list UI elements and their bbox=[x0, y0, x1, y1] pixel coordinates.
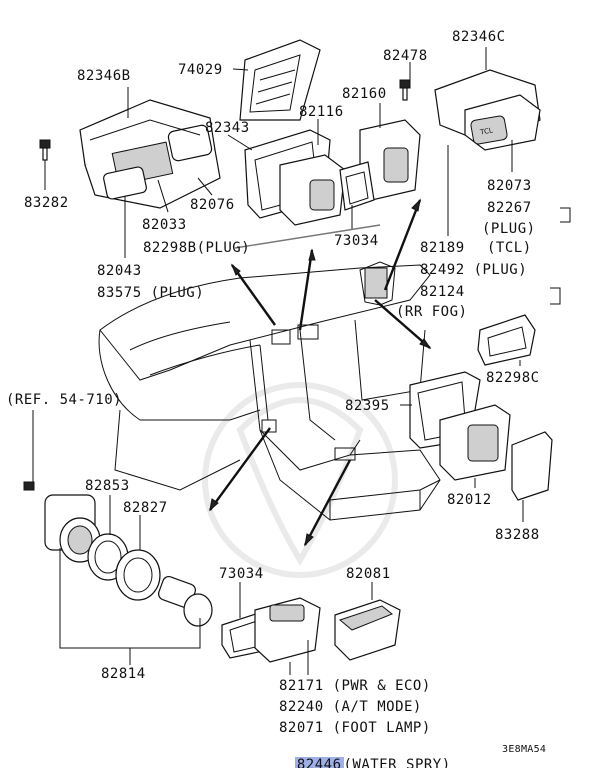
part-82346b-switch bbox=[79, 99, 221, 209]
label-82814: 82814 bbox=[101, 666, 146, 682]
part-82827-ring bbox=[115, 549, 161, 601]
label-82346c: 82346C bbox=[452, 29, 506, 45]
label-82124: 82124 bbox=[420, 284, 465, 300]
label-82076: 82076 bbox=[190, 197, 235, 213]
label-82395: 82395 bbox=[345, 398, 390, 414]
dashboard-outline bbox=[98, 261, 441, 521]
part-82160-switch bbox=[359, 119, 421, 201]
part-82853-socket bbox=[23, 481, 101, 563]
label-82240-at-mode: 82240 (A/T MODE) bbox=[279, 699, 422, 715]
label-82081: 82081 bbox=[346, 566, 391, 582]
label-82446-highlighted: 82446 bbox=[294, 757, 344, 768]
label-82267-tcl: (TCL) bbox=[487, 240, 532, 256]
part-82081-switch bbox=[334, 599, 401, 661]
part-83282-screw bbox=[39, 139, 51, 161]
label-82298c: 82298C bbox=[486, 370, 540, 386]
label-82043: 82043 bbox=[97, 263, 142, 279]
label-82073: 82073 bbox=[487, 178, 532, 194]
part-74029-cover bbox=[239, 39, 321, 121]
label-82446-row: 82446(WATER SPRY) bbox=[279, 741, 451, 768]
label-74029: 74029 bbox=[178, 62, 223, 78]
label-82071-foot-lamp: 82071 (FOOT LAMP) bbox=[279, 720, 431, 736]
part-82298c-plug bbox=[477, 314, 536, 366]
label-83575-plug: 83575 (PLUG) bbox=[97, 285, 205, 301]
part-82171-switch bbox=[254, 597, 321, 663]
part-73034-bezel-upper bbox=[339, 161, 375, 211]
watermark-emblem bbox=[202, 382, 398, 578]
label-82189: 82189 bbox=[420, 240, 465, 256]
label-82033: 82033 bbox=[142, 217, 187, 233]
label-82346b: 82346B bbox=[77, 68, 131, 84]
diagram-code: 3E8MA54 bbox=[502, 744, 547, 755]
label-82827: 82827 bbox=[123, 500, 168, 516]
part-82116-switch bbox=[279, 154, 346, 226]
label-ref-54-710: (REF. 54-710) bbox=[6, 392, 123, 408]
label-82853: 82853 bbox=[85, 478, 130, 494]
part-82012-switch bbox=[439, 404, 511, 481]
part-lighter-element bbox=[158, 575, 213, 627]
label-82298b-plug: 82298B(PLUG) bbox=[143, 240, 251, 256]
leader-lines bbox=[32, 47, 571, 675]
label-82343: 82343 bbox=[205, 120, 250, 136]
label-73034-upper: 73034 bbox=[334, 233, 379, 249]
label-82446-water-spray: (WATER SPRY) bbox=[343, 757, 451, 768]
label-83282: 83282 bbox=[24, 195, 69, 211]
part-82346c-tcl-switch: TCL bbox=[434, 69, 541, 151]
label-82116: 82116 bbox=[299, 104, 344, 120]
label-82267-plug: (PLUG) bbox=[482, 221, 536, 237]
part-82478-screw bbox=[399, 79, 411, 101]
label-82478: 82478 bbox=[383, 48, 428, 64]
label-82012: 82012 bbox=[447, 492, 492, 508]
location-arrows bbox=[209, 198, 432, 547]
label-82492-plug: 82492 (PLUG) bbox=[420, 262, 528, 278]
label-82267: 82267 bbox=[487, 200, 532, 216]
part-83288-plug bbox=[511, 431, 553, 501]
label-82171-pwr-eco: 82171 (PWR & ECO) bbox=[279, 678, 431, 694]
tcl-switch-marking: TCL bbox=[479, 126, 494, 136]
label-82124-rr-fog: (RR FOG) bbox=[396, 304, 468, 320]
label-83288: 83288 bbox=[495, 527, 540, 543]
label-82160: 82160 bbox=[342, 86, 387, 102]
label-73034-lower: 73034 bbox=[219, 566, 264, 582]
